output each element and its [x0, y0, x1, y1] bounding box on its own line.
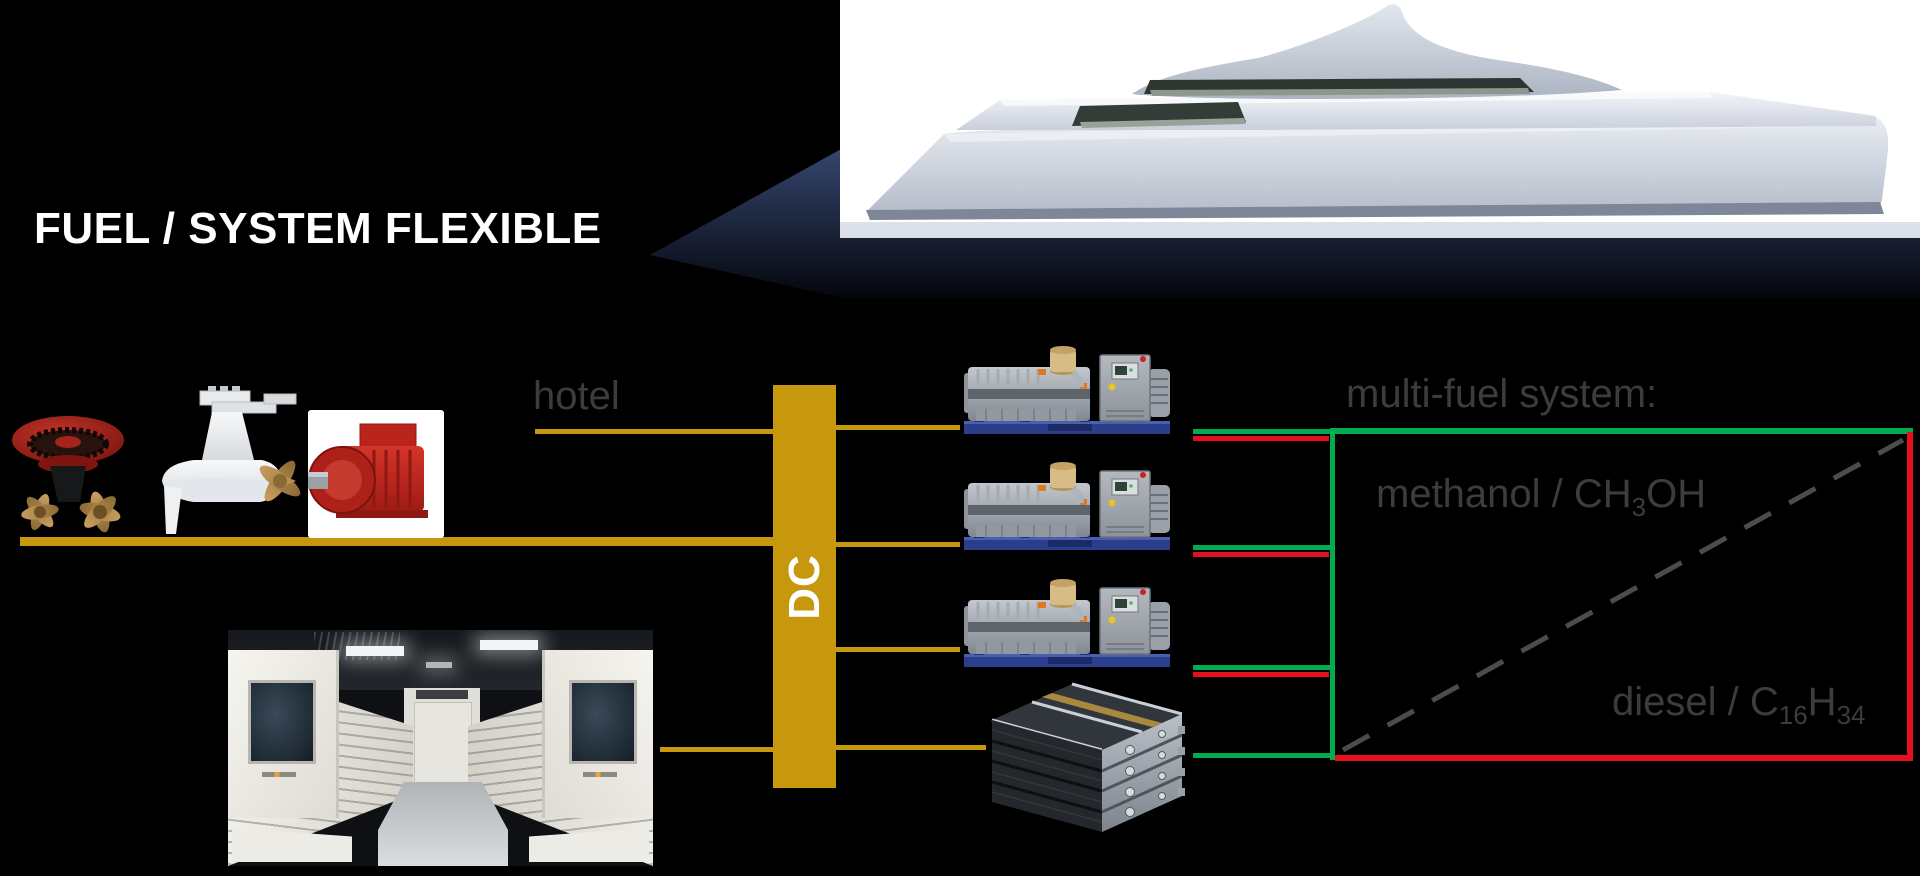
multi-fuel-system-heading: multi-fuel system: [1346, 372, 1658, 416]
yacht-hull [866, 116, 1889, 212]
main-propulsion-bus-line [20, 537, 773, 546]
genset-2 [962, 460, 1172, 552]
hotel-feeder-line [535, 429, 773, 434]
genset3-diesel-line [1193, 672, 1329, 677]
cabinet-screen [248, 680, 316, 764]
end-wall-vent [416, 690, 468, 699]
battery-feeder-line [660, 747, 773, 752]
genset3-dc-line [836, 647, 960, 652]
ceiling-light [426, 662, 452, 668]
electric-propulsion-motor [308, 423, 428, 518]
chart-right-red-line [1907, 432, 1913, 761]
energy-brand-logo [583, 772, 617, 777]
fuelcell-dc-line [836, 745, 986, 750]
genset-3 [962, 577, 1172, 669]
genset-1 [962, 344, 1172, 436]
battery-base-right [529, 828, 649, 862]
hotel-load-label: hotel [533, 374, 620, 418]
genset1-diesel-line [1193, 436, 1329, 441]
chart-left-green-line [1330, 429, 1335, 760]
genset2-dc-line [836, 542, 960, 547]
fuel-cell-stack [991, 682, 1185, 832]
yacht-waterline [866, 202, 1884, 220]
electric-motor-card [308, 410, 444, 538]
control-cabinet-right [542, 650, 653, 818]
methanol-label: methanol / CH3OH [1376, 472, 1707, 522]
photo-floor-band [840, 222, 1920, 238]
genset1-methanol-line [1193, 429, 1333, 434]
battery-room-photo [228, 630, 653, 866]
corridor-end-door [414, 702, 472, 790]
genset3-methanol-line [1193, 665, 1333, 670]
diesel-share-bottom-line [1335, 755, 1913, 761]
yacht-photo [840, 0, 1920, 238]
battery-base-left [232, 828, 352, 862]
cabinet-screen [569, 680, 637, 764]
dc-bus-label: DC [779, 553, 829, 620]
dc-bus-bar: DC [773, 385, 836, 788]
yacht-rendering [840, 4, 1920, 238]
ceiling-light [346, 646, 404, 656]
diesel-label: diesel / C16H34 [1612, 680, 1866, 730]
methanol-share-top-line [1330, 428, 1913, 434]
ceiling-light [480, 640, 538, 650]
control-cabinet-left [228, 650, 339, 818]
fuel-transition-dashed-line [1341, 437, 1905, 753]
energy-brand-logo [262, 772, 296, 777]
page-title: FUEL / SYSTEM FLEXIBLE [34, 204, 602, 253]
white-pod-thruster [162, 386, 301, 534]
genset1-dc-line [836, 425, 960, 430]
corridor-floor [378, 782, 508, 866]
fuelcell-methanol-line [1193, 753, 1333, 758]
genset2-diesel-line [1193, 552, 1329, 557]
red-azimuth-thruster [12, 416, 124, 533]
genset2-methanol-line [1193, 545, 1333, 550]
yacht-superstructure [1132, 4, 1622, 99]
